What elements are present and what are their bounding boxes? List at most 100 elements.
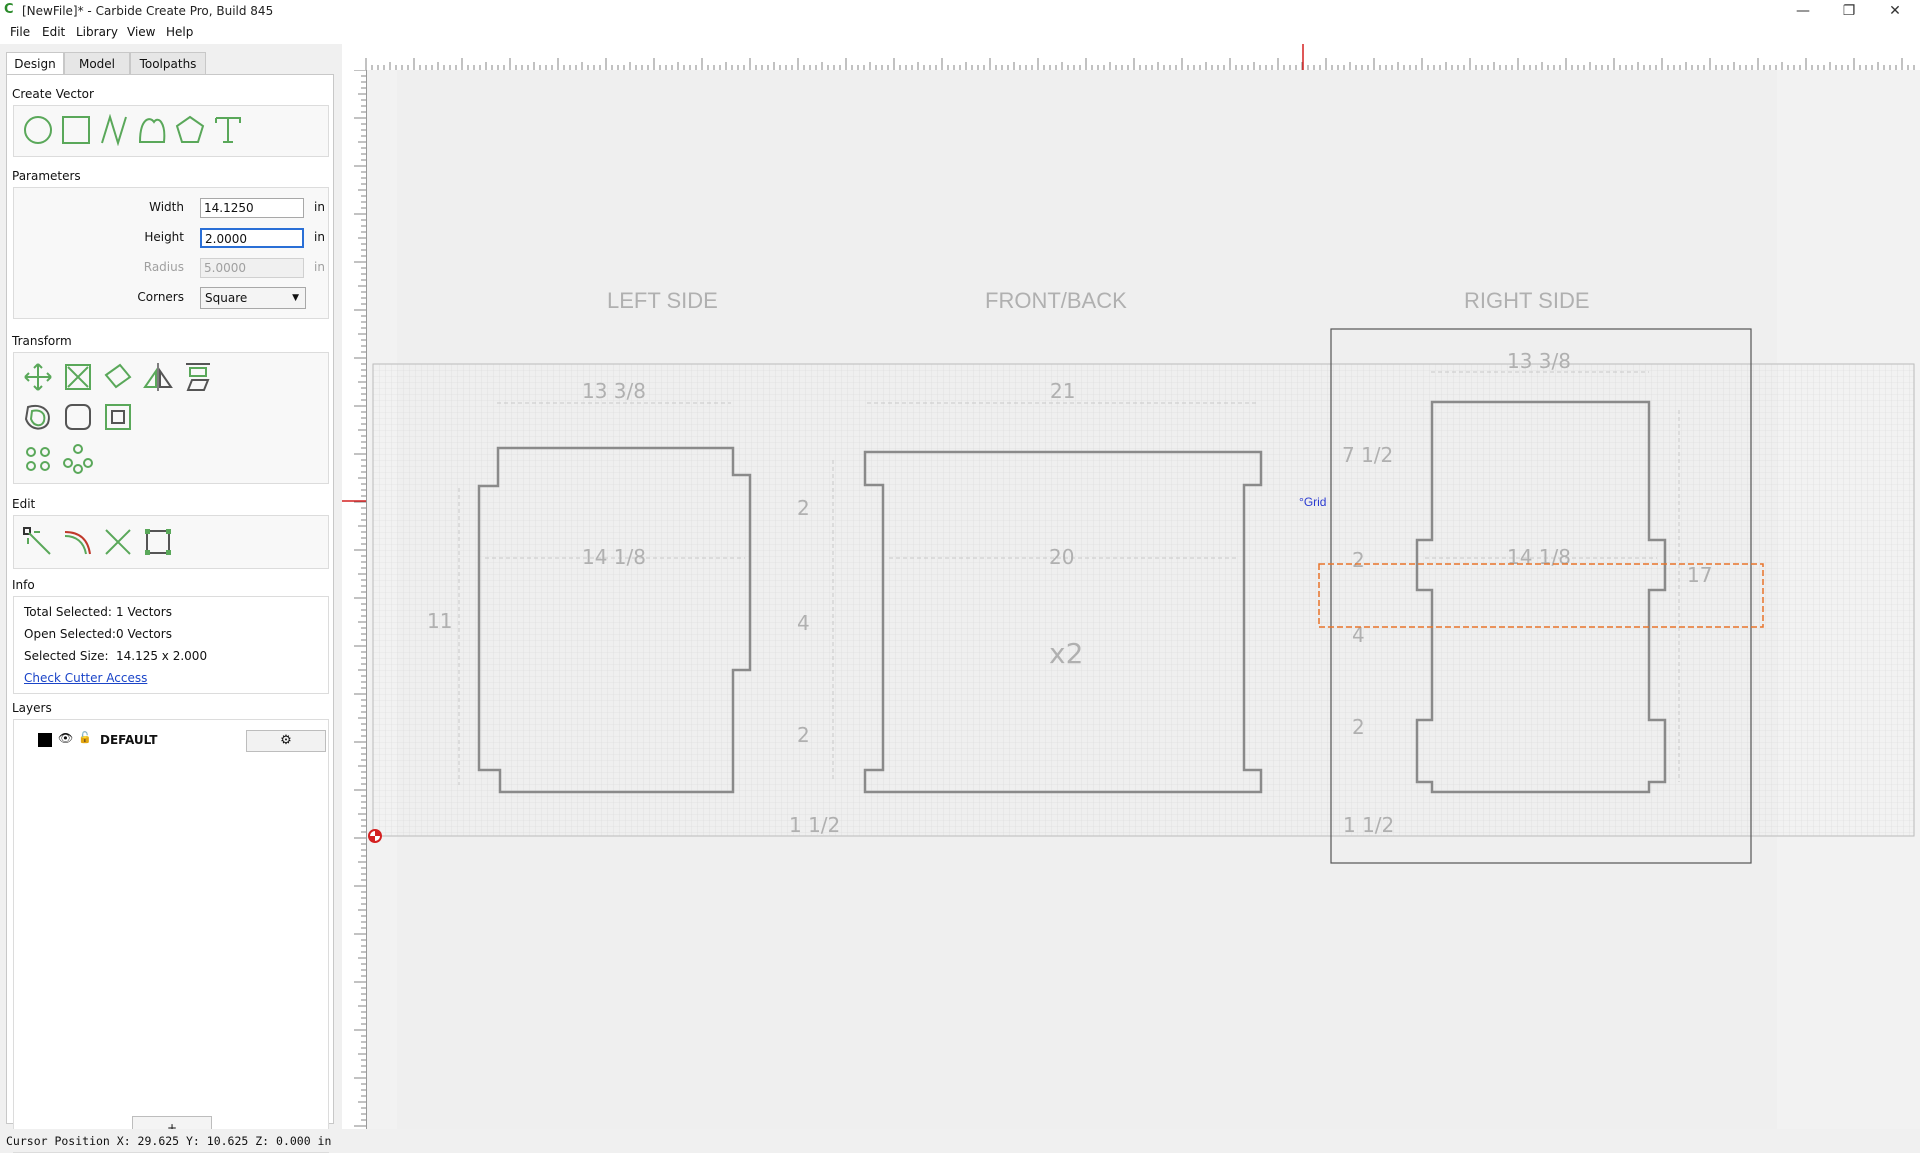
offset-icon[interactable] — [22, 401, 54, 433]
right-side-panel[interactable] — [1415, 400, 1667, 794]
radius-input: 5.0000 — [200, 258, 304, 278]
scale-icon[interactable] — [62, 361, 94, 393]
transform-tools — [13, 352, 329, 484]
width-label: Width — [149, 200, 184, 214]
width-input[interactable]: 14.1250 — [200, 198, 304, 218]
dim-left-mid: 14 1/8 — [582, 545, 646, 569]
menu-file[interactable]: File — [10, 25, 31, 39]
trim-icon[interactable] — [102, 526, 134, 558]
origin-marker-icon — [368, 829, 382, 843]
fillet-icon[interactable] — [62, 401, 94, 433]
selected-size-value: 14.125 x 2.000 — [116, 649, 208, 663]
dim-front-mid: 20 — [1049, 545, 1074, 569]
create-vector-tools — [13, 105, 329, 157]
canvas-drawing[interactable]: LEFT SIDE FRONT/BACK RIGHT SIDE 13 3/8 1… — [367, 70, 1920, 1129]
dim-v-mid: 4 — [797, 611, 810, 635]
dim-left-top: 13 3/8 — [582, 379, 646, 403]
selected-size-label: Selected Size: — [24, 649, 109, 663]
menu-library[interactable]: Library — [76, 25, 118, 39]
rotate-icon[interactable] — [102, 361, 134, 393]
node-edit-icon[interactable] — [22, 526, 54, 558]
pattern-array-icon[interactable] — [62, 443, 94, 475]
restore-button[interactable]: ❐ — [1842, 3, 1856, 19]
dim-front-top: 21 — [1050, 379, 1075, 403]
lock-icon[interactable]: 🔓 — [78, 731, 92, 744]
width-unit: in — [314, 200, 325, 214]
dim-right-mid: 14 1/8 — [1507, 545, 1571, 569]
parameters-heading: Parameters — [12, 169, 81, 183]
dim-left-height: 11 — [427, 609, 452, 633]
tab-model[interactable]: Model — [64, 52, 130, 76]
layers-list: 👁 🔓 DEFAULT ⚙ + — [13, 719, 329, 1153]
total-selected-label: Total Selected: — [24, 605, 112, 619]
curve-icon[interactable] — [136, 114, 168, 146]
height-input[interactable]: 2.0000 — [200, 228, 304, 248]
bounding-box-icon[interactable] — [142, 526, 174, 558]
left-side-panel[interactable] — [477, 446, 752, 794]
dim-right-v-top: 2 — [1352, 548, 1365, 572]
grid-snap-text: Grid — [1304, 495, 1327, 509]
corners-value: Square — [205, 291, 248, 305]
circle-icon[interactable] — [22, 114, 54, 146]
design-canvas[interactable]: LEFT SIDE FRONT/BACK RIGHT SIDE 13 3/8 1… — [367, 70, 1920, 1129]
dim-right-v-bot: 2 — [1352, 715, 1365, 739]
text-icon[interactable] — [212, 114, 244, 146]
curve-edit-icon[interactable] — [62, 526, 94, 558]
label-right-side: RIGHT SIDE — [1464, 288, 1590, 313]
open-selected-value: 0 Vectors — [116, 627, 172, 641]
polyline-icon[interactable] — [98, 113, 130, 147]
open-selected-label: Open Selected: — [24, 627, 116, 641]
corners-select[interactable]: Square ▼ — [200, 287, 306, 309]
app-icon: C — [4, 2, 14, 17]
boolean-icon[interactable] — [102, 401, 134, 433]
selected-rectangle[interactable] — [1318, 563, 1764, 628]
edit-tools — [13, 515, 329, 569]
title-bar: C [NewFile]* - Carbide Create Pro, Build… — [0, 0, 1920, 22]
vertical-ruler — [342, 69, 367, 1129]
check-cutter-access-link[interactable]: Check Cutter Access — [24, 671, 148, 685]
corners-label: Corners — [137, 290, 184, 304]
info-box: Total Selected: 1 Vectors Open Selected:… — [13, 596, 329, 694]
radius-unit: in — [314, 260, 325, 274]
layers-heading: Layers — [12, 701, 52, 715]
stock-grid — [372, 363, 1915, 837]
design-panel: Design Model Toolpaths Create Vector — [0, 44, 340, 1153]
right-side-bounding-box[interactable] — [1330, 328, 1752, 864]
height-unit: in — [314, 230, 325, 244]
minimize-button[interactable]: — — [1796, 3, 1810, 19]
total-selected-value: 1 Vectors — [116, 605, 172, 619]
create-vector-heading: Create Vector — [12, 87, 94, 101]
tab-toolpaths[interactable]: Toolpaths — [130, 52, 206, 76]
parameters-box: Width 14.1250 in Height 2.0000 in Radius… — [13, 187, 329, 319]
layer-color-swatch[interactable] — [38, 733, 52, 747]
snap-marker-icon: ° — [1299, 495, 1304, 509]
front-back-panel[interactable] — [863, 450, 1263, 794]
menu-view[interactable]: View — [127, 25, 156, 39]
move-icon[interactable] — [22, 361, 54, 393]
eye-icon[interactable]: 👁 — [58, 731, 74, 745]
front-count: x2 — [1049, 637, 1083, 670]
mirror-icon[interactable] — [142, 361, 174, 393]
design-tab-content: Create Vector Parameters Width — [6, 74, 334, 1153]
cursor-position: Cursor Position X: 29.625 Y: 10.625 Z: 0… — [6, 1134, 332, 1148]
menu-help[interactable]: Help — [166, 25, 194, 39]
tab-design[interactable]: Design — [6, 52, 64, 77]
rectangle-icon[interactable] — [60, 114, 92, 146]
dim-v-top: 2 — [797, 496, 810, 520]
circular-array-icon[interactable] — [22, 443, 54, 475]
layer-row-default[interactable]: 👁 🔓 DEFAULT ⚙ — [24, 730, 326, 752]
polygon-icon[interactable] — [174, 114, 206, 146]
horizontal-ruler-ticks — [365, 44, 1915, 70]
radius-label: Radius — [143, 260, 184, 274]
layer-name: DEFAULT — [100, 733, 158, 747]
height-label: Height — [144, 230, 184, 244]
dim-right-upper: 7 1/2 — [1342, 443, 1393, 467]
menu-bar: File Edit Library View Help — [0, 22, 1920, 44]
grid-snap-label: °Grid — [1299, 495, 1326, 509]
align-icon[interactable] — [182, 361, 214, 393]
chevron-down-icon: ▼ — [292, 293, 299, 303]
gear-icon[interactable]: ⚙ — [246, 730, 326, 752]
close-button[interactable]: ✕ — [1889, 3, 1901, 19]
info-heading: Info — [12, 578, 35, 592]
menu-edit[interactable]: Edit — [42, 25, 66, 39]
